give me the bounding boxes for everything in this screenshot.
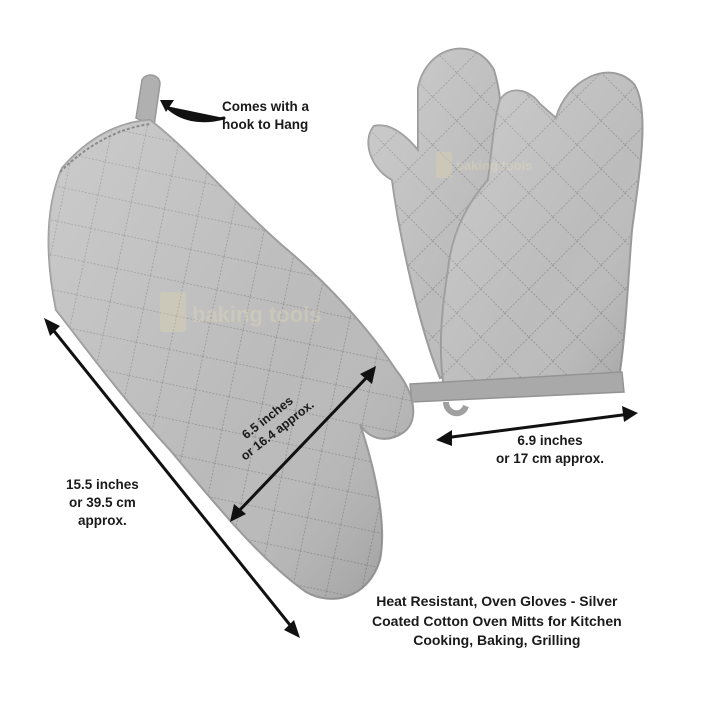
width-right-annotation-line: 6.9 inches: [517, 433, 583, 448]
hook-annotation-line: hook to Hang: [222, 117, 309, 132]
hook-annotation: Comes with a hook to Hang: [222, 98, 309, 134]
length-annotation: 15.5 inches or 39.5 cm approx.: [66, 476, 139, 530]
width-right-annotation: 6.9 inches or 17 cm approx.: [496, 432, 604, 468]
width-right-annotation-line: or 17 cm approx.: [496, 451, 605, 466]
caption-line: Coated Cotton Oven Mitts for Kitchen: [372, 612, 622, 629]
left-mitt: [47, 74, 415, 600]
right-mitt-front: [409, 71, 644, 417]
caption-line: Cooking, Baking, Grilling: [413, 632, 581, 648]
width-left-arrow-icon: [230, 366, 376, 522]
length-annotation-line: approx.: [78, 513, 127, 528]
hook-arrow-icon: [160, 100, 226, 123]
product-caption: Heat Resistant, Oven Gloves - Silver Coa…: [372, 592, 622, 651]
watermark-text: baking tools: [192, 302, 322, 327]
caption-line: Heat Resistant, Oven Gloves - Silver: [376, 593, 618, 609]
width-right-arrow-icon: [436, 406, 638, 446]
length-annotation-line: 15.5 inches: [66, 477, 139, 492]
watermark-text-small: baking tools: [456, 158, 533, 173]
hook-annotation-line: Comes with a: [222, 99, 310, 114]
watermark: baking tools baking tools: [160, 152, 533, 332]
watermark-logo-icon-small: [436, 152, 452, 178]
length-annotation-line: or 39.5 cm: [69, 495, 136, 510]
length-arrow-icon: [44, 318, 300, 638]
watermark-logo-icon: [160, 292, 186, 332]
